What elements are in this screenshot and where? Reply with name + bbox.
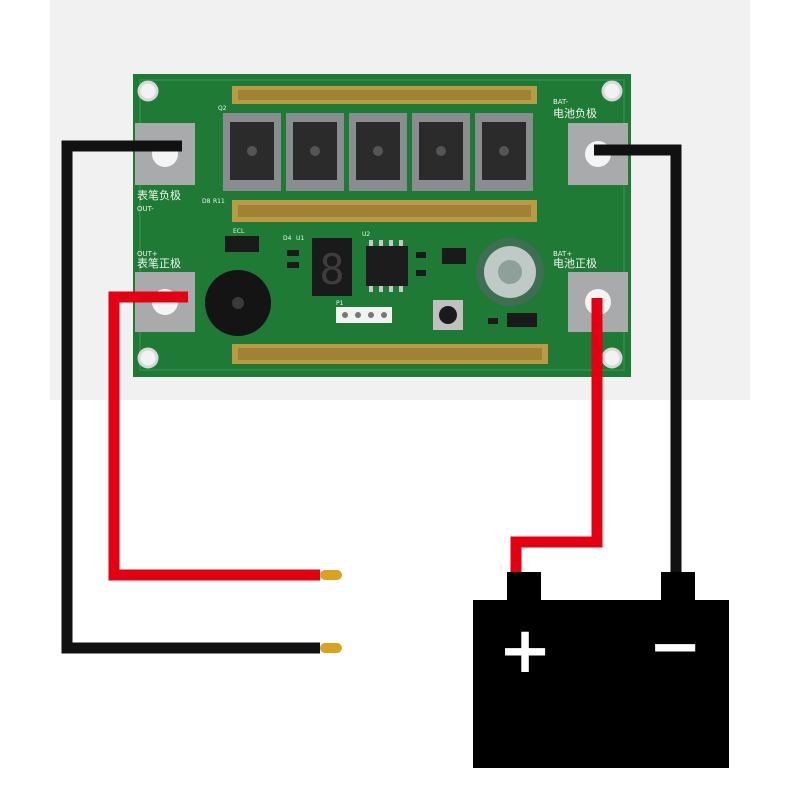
ref-ecl: ECL bbox=[233, 228, 245, 235]
busbars bbox=[232, 86, 548, 364]
ic-chip-u2 bbox=[366, 240, 408, 292]
mosfet-row bbox=[223, 113, 533, 191]
pcb-edge bbox=[139, 79, 625, 371]
wire-battery-positive bbox=[510, 298, 603, 578]
seven-segment-display: 8 bbox=[312, 238, 352, 296]
electrolytic-capacitor bbox=[476, 238, 544, 306]
ref-u1: U1 bbox=[296, 235, 304, 242]
header-p1 bbox=[336, 307, 392, 323]
mosfet-1 bbox=[223, 113, 281, 191]
label-out-neg-en: OUT- bbox=[137, 205, 154, 213]
label-out-pos-cn: 表笔正极 bbox=[137, 256, 181, 270]
wire-battery-negative bbox=[594, 144, 682, 578]
label-out-pos-en: OUT+ bbox=[137, 250, 158, 258]
mosfet-4 bbox=[412, 113, 470, 191]
label-bat-pos-cn: 电池正极 bbox=[553, 256, 597, 270]
battery-negative-symbol: − bbox=[648, 610, 702, 684]
ref-r11: R11 bbox=[213, 198, 225, 205]
mosfet-3 bbox=[349, 113, 407, 191]
wire-out-positive bbox=[108, 291, 320, 581]
mounting-holes bbox=[137, 80, 623, 369]
label-bat-neg-en: BAT- bbox=[553, 98, 569, 106]
mosfet-2 bbox=[286, 113, 344, 191]
battery-positive-symbol: + bbox=[498, 614, 552, 688]
ref-p1: P1 bbox=[336, 300, 344, 307]
display-digit: 8 bbox=[319, 245, 344, 294]
label-bat-neg-cn: 电池负极 bbox=[553, 106, 597, 120]
ref-d8: D8 bbox=[202, 198, 211, 205]
mosfet-5 bbox=[475, 113, 533, 191]
battery: + − bbox=[473, 572, 729, 768]
terminal-pad-out-neg bbox=[135, 123, 195, 185]
battery-body bbox=[473, 600, 729, 768]
probe-pin-positive bbox=[320, 570, 342, 580]
probe-pin-negative bbox=[320, 643, 342, 653]
ref-d4: D4 bbox=[283, 235, 292, 242]
wire-out-negative bbox=[61, 140, 320, 654]
label-bat-pos-en: BAT+ bbox=[553, 250, 572, 258]
ref-u2: U2 bbox=[362, 231, 370, 238]
label-out-neg-cn: 表笔负极 bbox=[137, 188, 181, 202]
ref-q2: Q2 bbox=[218, 105, 227, 112]
buzzer bbox=[205, 270, 271, 336]
push-button bbox=[433, 300, 463, 330]
smd-components bbox=[225, 236, 537, 327]
